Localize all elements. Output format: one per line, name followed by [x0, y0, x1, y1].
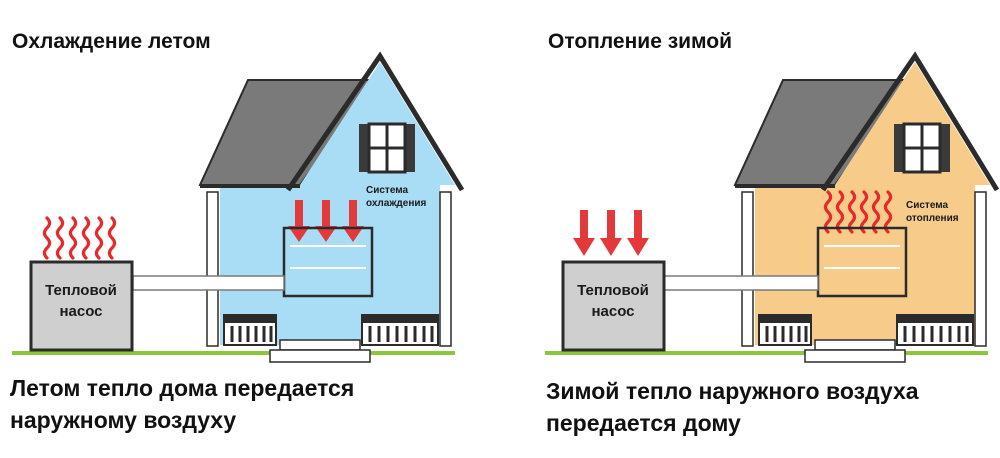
- house-window: [894, 122, 950, 174]
- indoor-unit: [816, 226, 908, 298]
- pump-label-line1: Тепловой: [577, 282, 649, 299]
- porch-post: [206, 191, 219, 347]
- system-label-line1: Система: [906, 200, 949, 211]
- house-window: [359, 122, 415, 174]
- down-arrow: [573, 210, 595, 256]
- summer-caption: Летом тепло дома передается наружному во…: [10, 372, 354, 436]
- pump-label-line1: Тепловой: [45, 282, 117, 299]
- heat-waves: [42, 216, 117, 260]
- system-label-line2: охлаждения: [366, 198, 427, 209]
- summer-caption-line2: наружному воздуху: [10, 407, 237, 433]
- entrance-steps: [804, 339, 906, 363]
- winter-scene: Система отопления Теплово: [545, 51, 1000, 363]
- system-label-line2: отопления: [906, 213, 959, 224]
- porch-post: [741, 191, 754, 347]
- summer-title: Охлаждение летом: [12, 30, 211, 53]
- pump-label-line2: насос: [591, 303, 634, 320]
- down-arrow: [288, 200, 310, 242]
- summer-scene: Система охлаждения: [12, 51, 465, 363]
- pump-label-line2: насос: [59, 303, 102, 320]
- indoor-unit: [282, 226, 374, 298]
- foundation-vent: [361, 314, 439, 346]
- heating-arrows: [573, 210, 649, 256]
- foundation-vent: [758, 314, 812, 346]
- gable-outline: [285, 51, 465, 192]
- summer-caption-line1: Летом тепло дома передается: [10, 375, 355, 401]
- porch-post: [974, 191, 987, 347]
- down-arrow: [627, 210, 649, 256]
- foundation-vent: [223, 314, 277, 346]
- heat-pump-unit: [29, 260, 134, 352]
- foundation-vent: [896, 314, 974, 346]
- winter-caption: Зимой тепло наружного воздуха передается…: [546, 375, 919, 439]
- winter-title: Отопление зимой: [548, 30, 733, 53]
- entrance-steps: [269, 339, 371, 363]
- refrigerant-pipe: [132, 275, 285, 291]
- winter-caption-line1: Зимой тепло наружного воздуха: [546, 378, 919, 404]
- cooling-arrows: [288, 200, 364, 242]
- winter-caption-line2: передается дому: [546, 410, 741, 436]
- gable-outline: [820, 51, 1000, 192]
- system-label-line1: Система: [366, 185, 409, 196]
- down-arrow: [315, 200, 337, 242]
- refrigerant-pipe: [663, 275, 819, 291]
- down-arrow: [600, 210, 622, 256]
- porch-post: [439, 191, 452, 347]
- heat-pump-unit: [561, 260, 666, 352]
- down-arrow: [342, 200, 364, 242]
